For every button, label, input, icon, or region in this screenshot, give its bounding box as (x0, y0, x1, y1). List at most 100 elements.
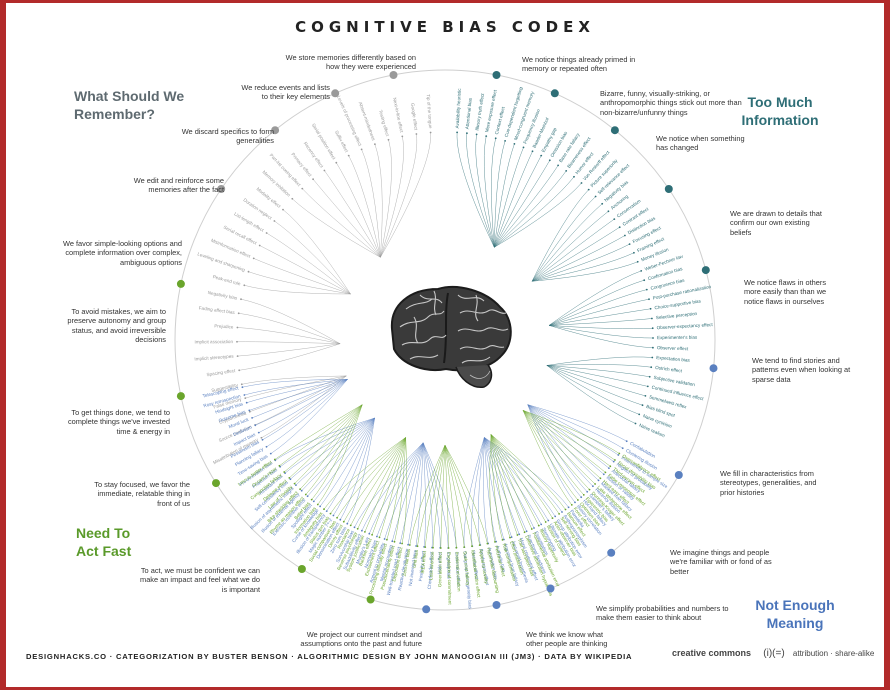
branch-line (546, 365, 646, 397)
branch-line (361, 442, 424, 531)
branch-endpoint (523, 531, 526, 534)
branch-line (531, 203, 603, 282)
branch-endpoint (319, 505, 321, 508)
branch-line (249, 375, 347, 412)
branch-endpoint (636, 260, 639, 263)
branch-line (371, 437, 406, 535)
bias-label: Identifiable victim effect (470, 550, 481, 599)
branch-endpoint (265, 232, 268, 234)
branch-line (444, 444, 449, 549)
branch-line (242, 379, 348, 388)
branch-line (254, 375, 347, 426)
branch-line (490, 434, 553, 519)
branch-endpoint (265, 445, 268, 448)
category-dot (674, 471, 683, 479)
branch-endpoint (273, 220, 276, 222)
branch-endpoint (408, 544, 411, 546)
branch-endpoint (378, 536, 381, 539)
branch-line (248, 271, 351, 295)
branch-line (244, 285, 351, 295)
branch-endpoint (651, 356, 654, 359)
branch-endpoint (291, 197, 294, 200)
branch-endpoint (554, 515, 557, 518)
bias-label: Authority bias (495, 545, 507, 574)
branch-line (409, 444, 446, 546)
category-dot (546, 584, 555, 593)
branch-endpoint (540, 154, 543, 157)
branch-endpoint (323, 169, 326, 172)
quadrant-label-not-enough-meaning: Not Enough Meaning (755, 597, 835, 631)
branch-endpoint (580, 496, 583, 499)
branch-endpoint (293, 482, 296, 485)
rim-label: To avoid mistakes, we aim to preserve au… (67, 307, 166, 345)
branch-line (354, 442, 424, 528)
branch-endpoint (463, 546, 466, 548)
rim-label: We simplify probabilities and numbers to… (596, 604, 729, 623)
branch-endpoint (251, 417, 254, 419)
branch-line (531, 252, 635, 282)
branch-endpoint (316, 503, 319, 506)
outer-ring (174, 69, 716, 611)
brain-illustration (390, 286, 512, 388)
branch-line (392, 442, 424, 542)
bias-label: Suggestibility (211, 382, 239, 393)
license-text: attribution · share-alike (792, 649, 875, 658)
branch-line (490, 434, 546, 523)
branch-endpoint (447, 547, 450, 549)
branch-endpoint (634, 422, 637, 425)
branch-line (299, 404, 363, 490)
branch-endpoint (513, 143, 516, 145)
branch-line (361, 149, 381, 258)
branch-line (313, 417, 375, 502)
branch-line (494, 182, 582, 248)
branch-endpoint (349, 524, 352, 527)
bias-label: Misinformation effect (210, 238, 252, 259)
branch-endpoint (574, 501, 576, 504)
branch-endpoint (376, 535, 378, 538)
branch-endpoint (455, 546, 458, 549)
branch-line (522, 410, 606, 473)
bias-label: Loss aversion (428, 551, 435, 580)
branch-endpoint (501, 539, 504, 541)
branch-endpoint (644, 395, 647, 397)
category-dot (271, 126, 280, 135)
branch-line (548, 325, 654, 339)
rim-label: We discard specifics to form generalitie… (181, 127, 274, 146)
branch-endpoint (261, 438, 264, 441)
bias-label: Choice-supportive bias (654, 298, 702, 310)
branch-line (494, 176, 575, 248)
branch-endpoint (612, 460, 615, 463)
branch-endpoint (551, 517, 554, 519)
branch-line (284, 417, 375, 474)
bias-label: Negativity bias (207, 290, 238, 301)
branch-endpoint (248, 409, 251, 412)
branch-endpoint (301, 187, 304, 190)
branch-endpoint (645, 288, 648, 291)
branch-endpoint (628, 243, 631, 246)
bias-label: Cross-race effect (454, 552, 461, 588)
quadrant-label-what-should-we-remember: What Should We Remember? (74, 88, 185, 122)
bias-label: Expectation bias (656, 355, 691, 363)
branch-line (289, 404, 363, 479)
branch-endpoint (238, 369, 241, 372)
branch-line (380, 132, 431, 258)
branch-line (531, 211, 609, 282)
branch-endpoint (530, 528, 533, 530)
bias-label: Spacing effect (206, 368, 236, 377)
branch-endpoint (518, 533, 521, 536)
branch-endpoint (567, 506, 570, 509)
branch-line (484, 437, 497, 542)
bias-label: Implicit association (194, 339, 233, 344)
branch-line (279, 417, 375, 467)
branch-line (422, 442, 457, 548)
branch-line (424, 444, 446, 548)
branch-line (245, 375, 347, 399)
category-dot (492, 71, 501, 79)
branch-line (522, 410, 584, 496)
branch-endpoint (260, 436, 263, 439)
branch-line (323, 437, 406, 510)
branch-endpoint (540, 523, 543, 526)
branch-line (548, 325, 653, 348)
branch-line (302, 188, 381, 258)
rim-label: We notice flaws in others more easily th… (744, 278, 827, 306)
